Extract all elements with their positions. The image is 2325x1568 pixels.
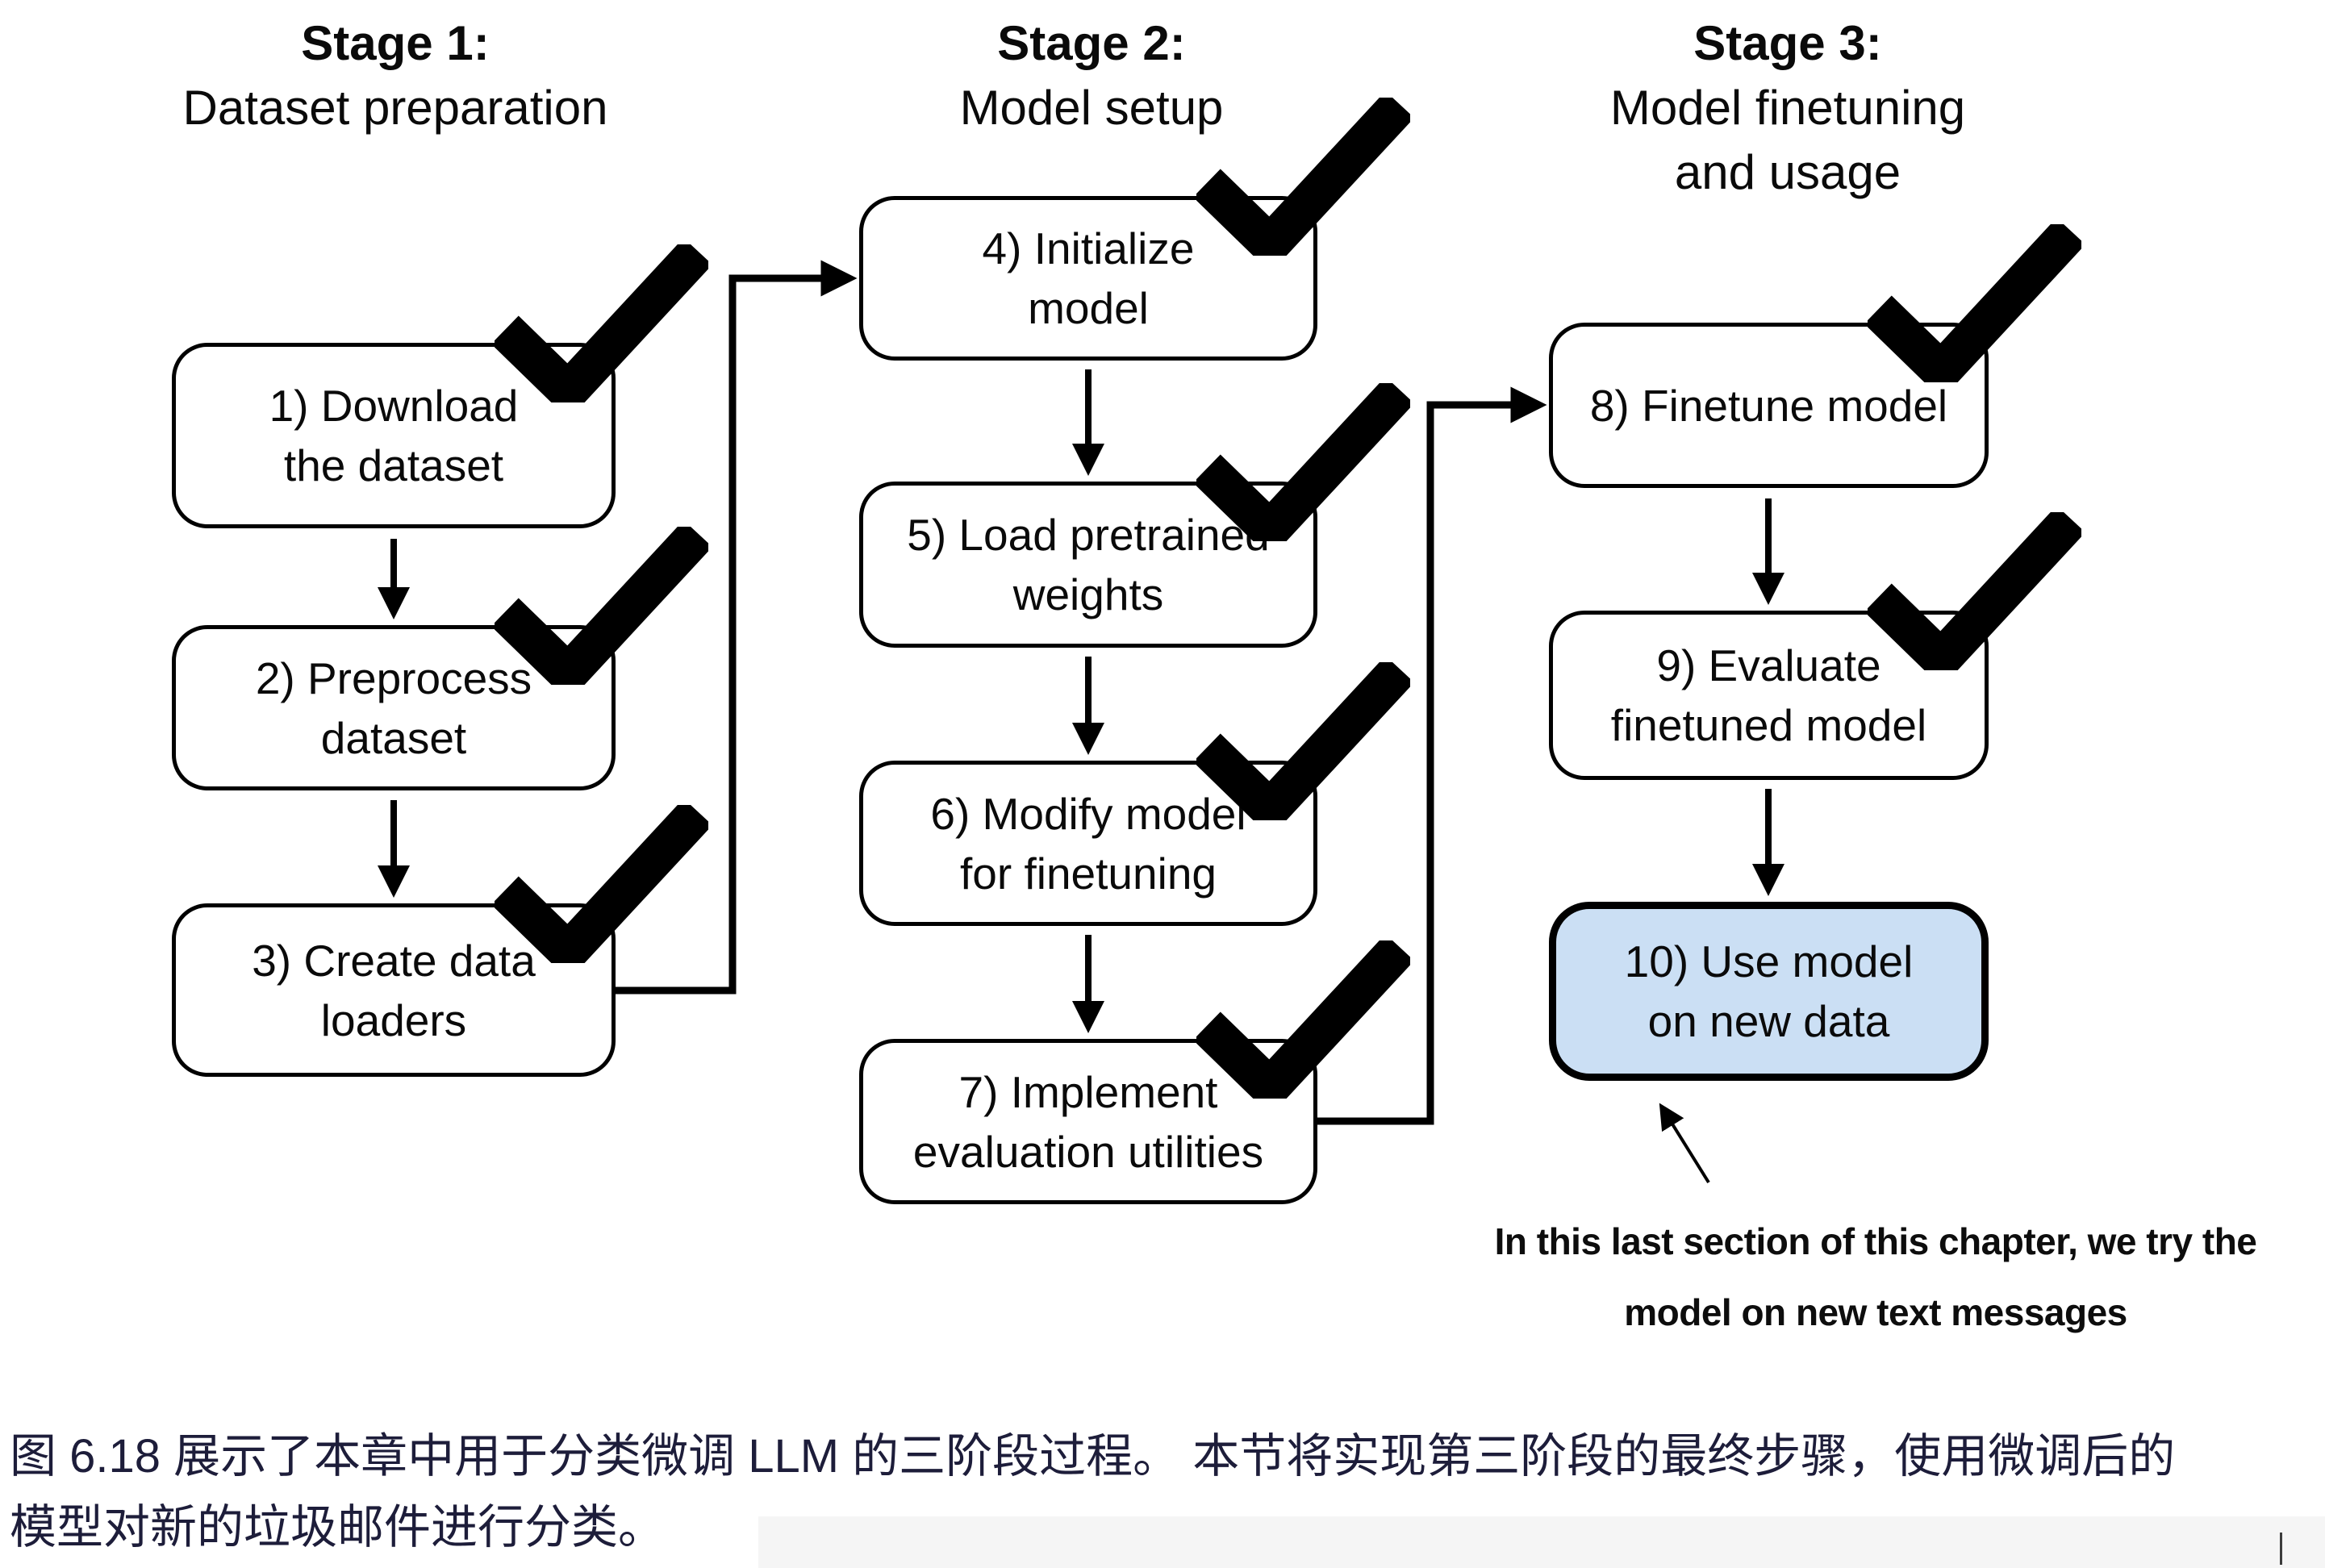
stage2-title: Stage 2: bbox=[997, 16, 1186, 70]
checkmark-icon bbox=[1868, 512, 2081, 670]
box-label-line: 2) Preprocess bbox=[255, 653, 532, 703]
stage1-subtitle: Dataset preparation bbox=[182, 81, 608, 135]
box-label-line: dataset bbox=[320, 712, 467, 763]
stage1-title: Stage 1: bbox=[301, 16, 490, 70]
checkmark-icon bbox=[1196, 662, 1410, 820]
box-label-line: the dataset bbox=[283, 440, 504, 490]
annotation-line2: model on new text messages bbox=[1624, 1291, 2127, 1333]
figure-caption: 图 6.18 展示了本章中用于分类微调 LLM 的三阶段过程。 本节将实现第三阶… bbox=[10, 1421, 2325, 1563]
bottom-faint-band bbox=[758, 1516, 2325, 1568]
box-label-line: for finetuning bbox=[960, 848, 1217, 899]
checkmark-icon bbox=[1868, 224, 2081, 382]
checkmark-icon bbox=[1196, 940, 1410, 1099]
box-label-line: evaluation utilities bbox=[912, 1126, 1264, 1177]
checkmark-icon bbox=[495, 527, 708, 685]
caption-line2: 模型对新的垃圾邮件进行分类。 bbox=[10, 1501, 666, 1553]
annotation-line1: In this last section of this chapter, we… bbox=[1494, 1220, 2257, 1262]
box-label-line: on new data bbox=[1647, 996, 1890, 1046]
box-label-line: 7) Implement bbox=[958, 1066, 1218, 1117]
text-cursor bbox=[2280, 1533, 2282, 1565]
checkmark-icon bbox=[495, 244, 708, 402]
box-label-line: 5) Load pretrained bbox=[907, 510, 1270, 560]
annotation-arrow bbox=[1659, 1103, 1710, 1184]
flow-box-4-initialize-model: 4) Initialize model bbox=[859, 196, 1317, 361]
stage2-header: Stage 2: Model setup bbox=[809, 11, 1374, 140]
box-label-line: loaders bbox=[320, 995, 467, 1045]
annotation-note: In this last section of this chapter, we… bbox=[1432, 1206, 2319, 1348]
stage1-header: Stage 1: Dataset preparation bbox=[113, 11, 678, 140]
box-label-line: finetuned model bbox=[1610, 700, 1927, 750]
checkmark-icon bbox=[1196, 98, 1410, 256]
caption-line1: 图 6.18 展示了本章中用于分类微调 LLM 的三阶段过程。 本节将实现第三阶… bbox=[10, 1430, 2176, 1483]
flow-box-5-load-pretrained-weights: 5) Load pretrained weights bbox=[859, 482, 1317, 648]
box-label-line: 4) Initialize bbox=[982, 223, 1195, 273]
box-label-line: model bbox=[1028, 283, 1149, 333]
box-label-line: 3) Create data bbox=[252, 935, 536, 986]
box-label-line: 8) Finetune model bbox=[1589, 380, 1948, 431]
stage3-title: Stage 3: bbox=[1693, 16, 1882, 70]
box-label-line: 10) Use model bbox=[1624, 936, 1914, 986]
stage2-subtitle: Model setup bbox=[959, 81, 1224, 135]
stage3-subtitle-line2: and usage bbox=[1674, 145, 1901, 199]
connector-box7-box8 bbox=[1317, 386, 1547, 1125]
checkmark-icon bbox=[1196, 383, 1410, 541]
checkmark-icon bbox=[495, 805, 708, 963]
stage3-header: Stage 3: Model finetuning and usage bbox=[1505, 11, 2070, 205]
flow-box-1-download-dataset: 1) Download the dataset bbox=[172, 343, 616, 528]
box-label-line: weights bbox=[1012, 569, 1164, 619]
box-label-line: 6) Modify model bbox=[930, 788, 1246, 839]
flow-box-10-use-model-highlighted: 10) Use model on new data bbox=[1549, 902, 1989, 1081]
box-label-line: 1) Download bbox=[269, 381, 519, 431]
connector-box3-box4 bbox=[616, 260, 858, 995]
flow-box-6-modify-model: 6) Modify model for finetuning bbox=[859, 761, 1317, 926]
stage3-subtitle-line1: Model finetuning bbox=[1609, 81, 1966, 135]
box-label-line: 9) Evaluate bbox=[1656, 640, 1881, 690]
